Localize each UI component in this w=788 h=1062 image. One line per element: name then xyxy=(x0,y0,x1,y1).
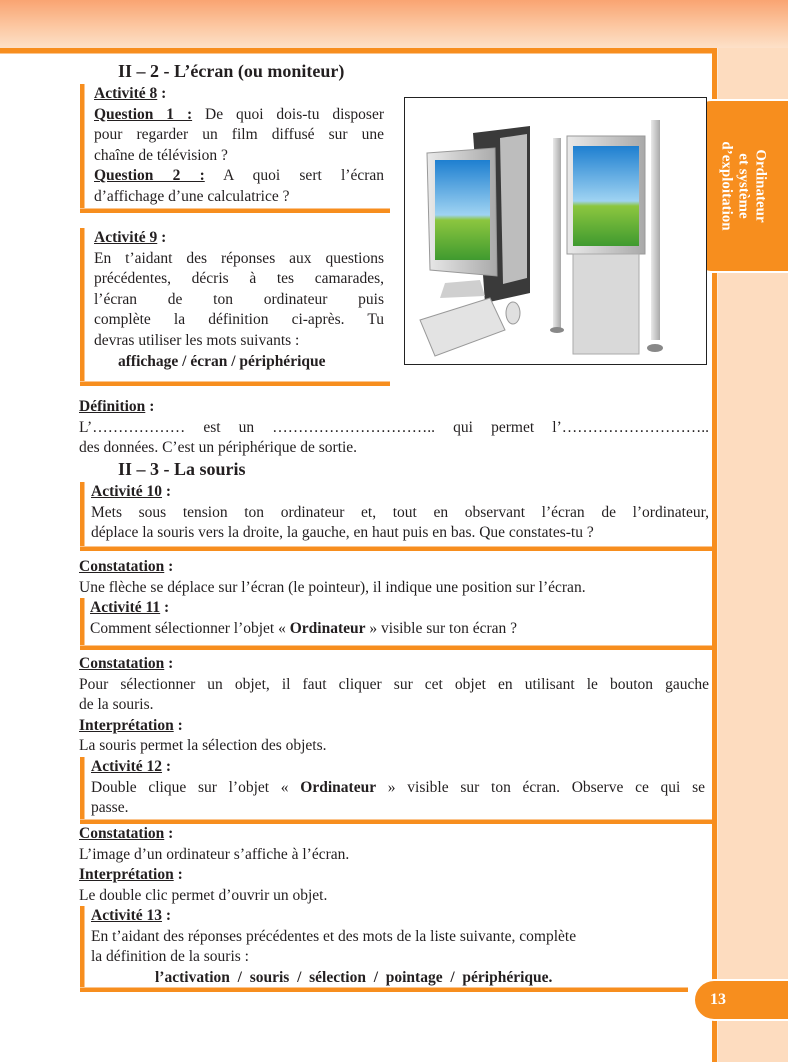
object-name: Ordinateur xyxy=(289,619,366,637)
activity-text: l’écran de ton ordinateur puis xyxy=(94,290,384,308)
object-name: Ordinateur xyxy=(300,778,377,796)
activity-label: Activité 11 xyxy=(90,599,161,616)
activity-10: Activité 10 : Mets sous tension ton ordi… xyxy=(91,482,709,544)
activity-text: déplace la souris vers la droite, la gau… xyxy=(91,524,594,542)
activity-label: Activité 8 xyxy=(94,85,158,102)
question-text: De quoi dois-tu disposer xyxy=(205,105,384,123)
activity-text: Comment sélectionner l’objet « xyxy=(90,619,290,637)
activity-9: Activité 9 : En t’aidant des réponses au… xyxy=(94,228,384,372)
constatation: Constatation : L’image d’un ordinateur s… xyxy=(79,824,709,906)
section-title: II – 2 - L’écran (ou moniteur) xyxy=(118,61,345,81)
activity-12: Activité 12 : Double clique sur l’objet … xyxy=(91,757,705,819)
activity-13-border xyxy=(80,906,85,992)
activity-text: En t’aidant des réponses aux questions xyxy=(94,249,384,267)
interpretation-text: La souris permet la sélection des objets… xyxy=(79,737,327,755)
interpretation-label: Interprétation xyxy=(79,716,174,734)
interpretation-text: Le double clic permet d’ouvrir un objet. xyxy=(79,886,328,904)
constatation-text: Pour sélectionner un objet, il faut cliq… xyxy=(79,675,709,693)
definition-text: des données. C’est un périphérique de so… xyxy=(79,439,358,457)
activity-text: devras utiliser les mots suivants : xyxy=(94,331,300,349)
section-title: II – 3 - La souris xyxy=(118,459,246,479)
activity-11-border xyxy=(80,598,85,648)
chapter-tab-line: et système xyxy=(735,153,751,219)
activity-text: complète la définition ci-après. Tu xyxy=(94,311,384,329)
constatation-label: Constatation xyxy=(79,655,165,672)
chapter-tab: Ordinateur et système d’exploitation xyxy=(695,99,788,273)
question-text: pour regarder un film diffusé sur une xyxy=(94,126,384,144)
activity-text: passe. xyxy=(91,799,129,817)
chapter-tab-line: Ordinateur xyxy=(752,149,768,223)
activity-text: » visible sur ton écran ? xyxy=(365,619,518,637)
activity-label: Activité 12 xyxy=(91,758,163,775)
computer-tv-icon xyxy=(419,120,663,357)
question-text: chaîne de télévision ? xyxy=(94,146,228,164)
constatation-text: Une flèche se déplace sur l’écran (le po… xyxy=(79,578,586,596)
activity-12-border xyxy=(80,757,85,823)
question-text: d’affichage d’une calculatrice ? xyxy=(94,187,290,205)
definition-blank-line: L’……………… est un ………………………….. qui permet … xyxy=(79,418,709,436)
constatation-label: Constatation xyxy=(79,825,165,842)
activity-text: Mets sous tension ton ordinateur et, tou… xyxy=(91,503,709,521)
word-list: affichage / écran / périphérique xyxy=(118,352,326,370)
activity-8-border xyxy=(80,84,85,212)
activity-text: » visible sur ton écran. Observe ce qui … xyxy=(376,778,705,796)
constatation-text: L’image d’un ordinateur s’affiche à l’éc… xyxy=(79,845,350,863)
activity-12-underline xyxy=(80,819,712,824)
top-divider xyxy=(0,48,718,54)
activity-text: la définition de la souris : xyxy=(91,948,249,966)
definition-label: Définition xyxy=(79,398,146,415)
activity-13-underline xyxy=(80,987,688,992)
constatation: Constatation : Une flèche se déplace sur… xyxy=(79,557,709,598)
question-label: Question 1 : xyxy=(94,105,193,123)
computer-and-television-illustration xyxy=(404,97,707,365)
activity-text: En t’aidant des réponses précédentes et … xyxy=(91,927,577,945)
constatation-text: de la souris. xyxy=(79,696,154,714)
activity-label: Activité 9 xyxy=(94,229,158,246)
page-number: 13 xyxy=(693,979,788,1021)
interpretation-label: Interprétation xyxy=(79,866,174,884)
activity-text: Double clique sur l’objet « xyxy=(91,778,301,796)
right-divider xyxy=(712,48,718,1062)
chapter-tab-line: d’exploitation xyxy=(718,141,734,231)
activity-11-underline xyxy=(80,645,712,650)
activity-10-border xyxy=(80,482,85,550)
question-label: Question 2 : xyxy=(94,167,205,185)
activity-label: Activité 10 xyxy=(91,483,163,500)
question-text: A quoi sert l’écran xyxy=(223,167,385,185)
activity-8-underline xyxy=(80,208,390,213)
definition: Définition : L’……………… est un ………………………….… xyxy=(79,397,709,459)
activity-label: Activité 13 xyxy=(91,907,163,924)
constatation: Constatation : Pour sélectionner un obje… xyxy=(79,654,709,757)
activity-10-underline xyxy=(80,546,712,551)
constatation-label: Constatation xyxy=(79,558,165,575)
word-list: l’activation / souris / sélection / poin… xyxy=(155,968,553,986)
activity-9-border xyxy=(80,228,85,386)
activity-13: Activité 13 : En t’aidant des réponses p… xyxy=(91,906,705,988)
top-band xyxy=(0,0,788,50)
activity-11: Activité 11 : Comment sélectionner l’obj… xyxy=(90,599,518,637)
activity-text: précédentes, décris à tes camarades, xyxy=(94,270,384,288)
activity-9-underline xyxy=(80,381,390,386)
activity-8: Activité 8 : Question 1 : De quoi dois-t… xyxy=(94,84,384,208)
